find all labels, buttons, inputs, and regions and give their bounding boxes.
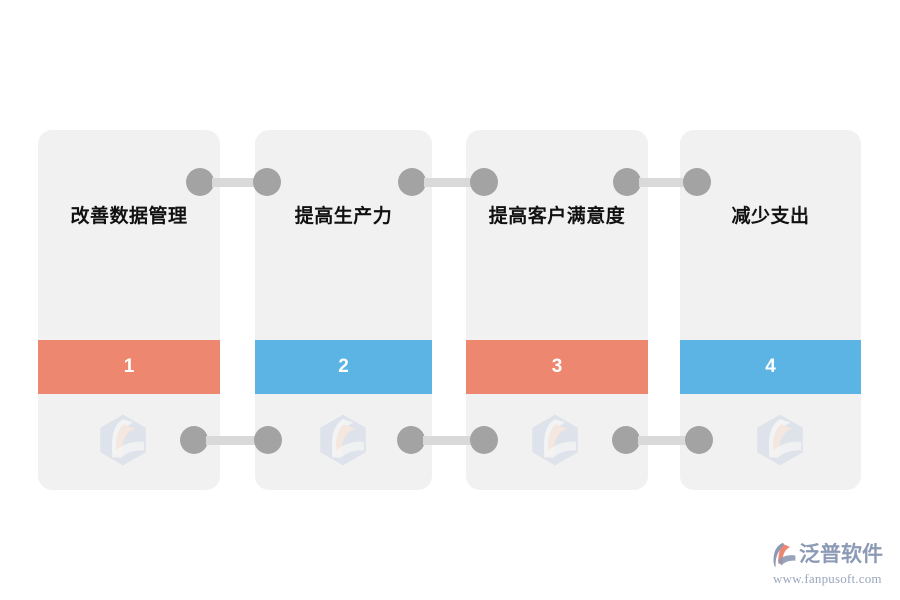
step-number-label: 2 — [338, 356, 349, 377]
connector-dot-right — [253, 168, 281, 196]
step-number-bar: 3 — [466, 340, 648, 394]
connector-bar — [212, 177, 255, 187]
connector-dot-left — [180, 426, 208, 454]
step-card-title: 提高客户满意度 — [488, 206, 626, 227]
dumbbell-connector-icon — [397, 426, 498, 454]
connector-dot-left — [397, 426, 425, 454]
brand-logo: 泛普软件 www.fanpusoft.com — [770, 540, 890, 588]
brand-logo-row: 泛普软件 — [770, 540, 890, 570]
step-number-label: 4 — [765, 356, 776, 377]
connector-dot-right — [683, 168, 711, 196]
fanpu-hex-logo-watermark-icon — [752, 412, 808, 468]
connector-dot-left — [398, 168, 426, 196]
dumbbell-connector-icon — [612, 426, 713, 454]
connector-dot-left — [612, 426, 640, 454]
connector-dot-right — [254, 426, 282, 454]
step-card-title: 改善数据管理 — [70, 206, 188, 227]
fanpu-hex-logo-watermark-icon — [527, 412, 583, 468]
step-card[interactable]: 减少支出 — [680, 130, 861, 490]
dumbbell-connector-icon — [186, 168, 281, 196]
connector-dot-left — [186, 168, 214, 196]
step-number-bar: 4 — [680, 340, 861, 394]
step-number-label: 1 — [123, 356, 135, 377]
dumbbell-connector-icon — [398, 168, 498, 196]
connector-dot-left — [613, 168, 641, 196]
fanpu-logo-icon — [770, 541, 798, 569]
brand-name: 泛普软件 — [799, 543, 883, 566]
step-number-bar: 2 — [255, 340, 432, 394]
fanpu-hex-logo-watermark-icon — [95, 412, 151, 468]
connector-bar — [206, 435, 256, 445]
connector-bar — [639, 177, 685, 187]
connector-dot-right — [685, 426, 713, 454]
brand-url: www.fanpusoft.com — [773, 571, 882, 586]
connector-dot-right — [470, 426, 498, 454]
connector-dot-right — [470, 168, 498, 196]
step-number-bar: 1 — [38, 340, 220, 394]
connector-bar — [424, 177, 472, 187]
connector-bar — [423, 435, 472, 445]
connector-bar — [638, 435, 687, 445]
step-card-title: 减少支出 — [731, 206, 810, 227]
step-number-label: 3 — [551, 356, 563, 377]
dumbbell-connector-icon — [613, 168, 711, 196]
fanpu-hex-logo-watermark-icon — [315, 412, 371, 468]
dumbbell-connector-icon — [180, 426, 282, 454]
step-card-title: 提高生产力 — [294, 206, 393, 227]
